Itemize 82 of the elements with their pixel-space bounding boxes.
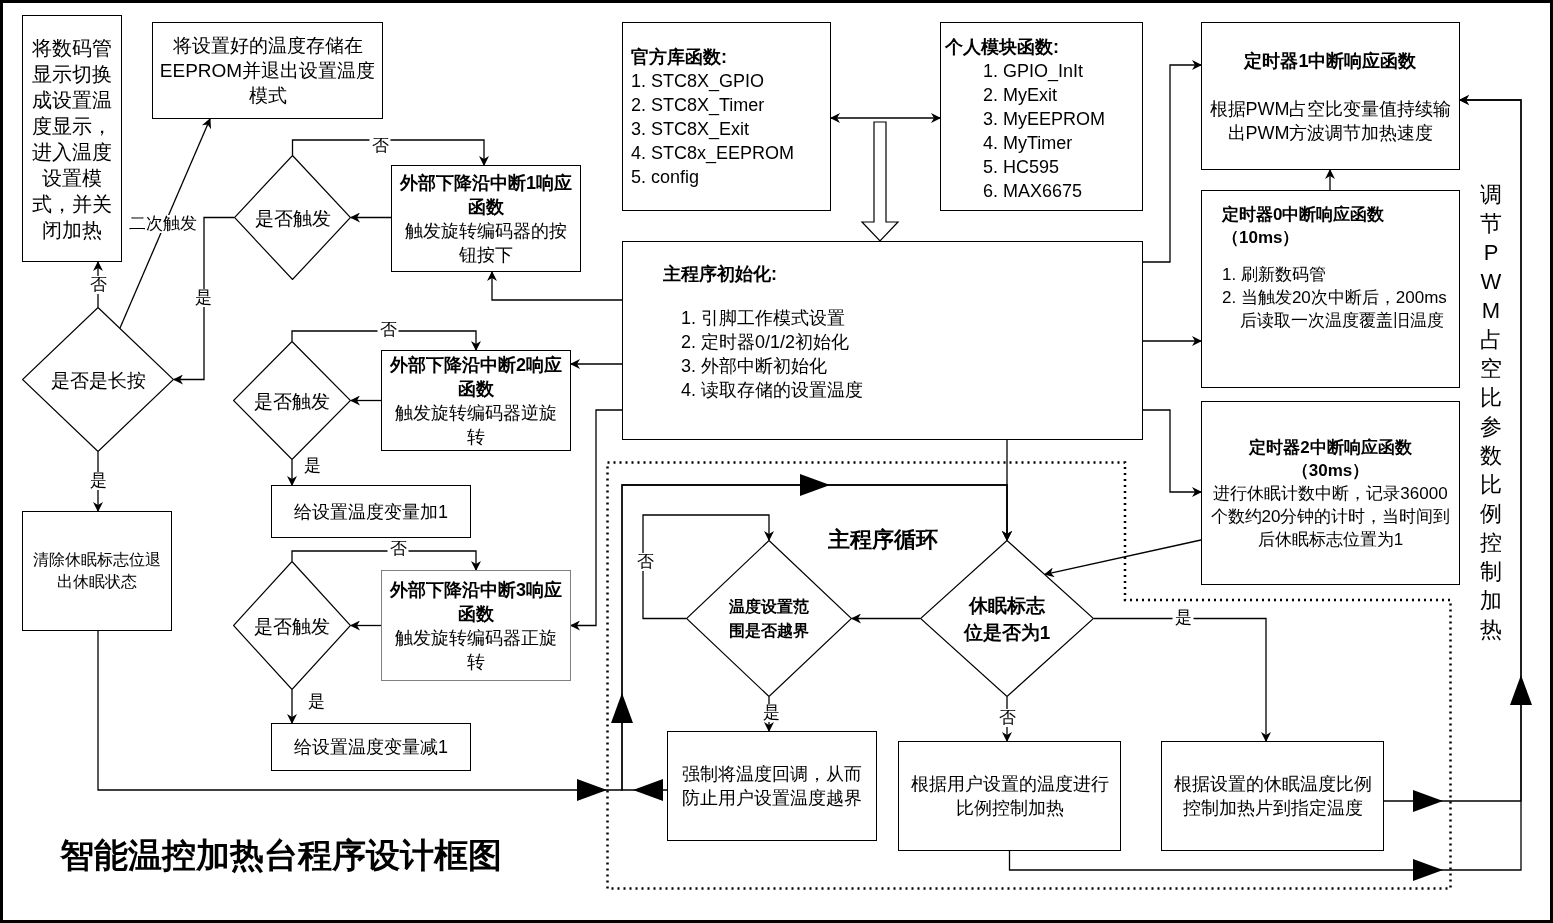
title: 智能温控加热台程序设计框图 <box>60 835 502 876</box>
edge-label: 是 <box>301 457 323 475</box>
decision-text: 是否是长按 <box>49 368 147 392</box>
box-heading: 外部下降沿中断3响应函数 <box>389 578 563 626</box>
edge-label: 否 <box>87 276 109 294</box>
box-heading: 定时器1中断响应函数 <box>1244 50 1417 73</box>
list-item: 2. 定时器0/1/2初始化 <box>681 331 851 354</box>
dotted-region <box>606 461 1452 890</box>
list-item: 2. MyExit <box>983 84 1058 107</box>
list-item: 2. 当触发20次中断后，200ms后读取一次温度覆盖旧温度 <box>1222 287 1448 332</box>
list-item: 1. GPIO_InIt <box>983 60 1085 83</box>
process-box <box>898 741 1121 851</box>
process-box <box>1161 741 1384 851</box>
process-box <box>271 723 471 771</box>
decision-text: 是否触发 <box>253 206 332 230</box>
process-box <box>1201 22 1460 170</box>
box-heading: 外部下降沿中断1响应函数 <box>399 171 573 219</box>
box-text: 将数码管显示切换成设置温度显示，进入温度设置模式，并关闭加热 <box>31 35 113 243</box>
list-item: 1. 刷新数码管 <box>1222 264 1327 286</box>
decision-text: 温度设置范围是否越界 <box>728 596 810 641</box>
edge-label: 否 <box>377 321 399 339</box>
edge-label: 是 <box>305 693 327 711</box>
box-text: 进行休眠计数中断，记录36000个数约20分钟的计时，当时间到后休眠标志位置为1 <box>1209 482 1452 551</box>
edge-label: 是 <box>87 472 109 490</box>
edge-label: 是 <box>760 704 782 722</box>
edge-label: 否 <box>387 540 409 558</box>
list-item: 2. STC8X_Timer <box>631 94 766 117</box>
process-box <box>271 485 471 538</box>
list-item: 6. MAX6675 <box>983 180 1084 203</box>
box-text: 触发旋转编码器逆旋转 <box>394 401 558 449</box>
edge-label: 否 <box>634 553 656 571</box>
process-box <box>22 511 172 631</box>
box-heading: 个人模块函数: <box>945 36 1060 59</box>
list-item: 3. 外部中断初始化 <box>681 355 828 378</box>
box-text: 给设置温度变量加1 <box>294 500 448 524</box>
box-heading: 定时器2中断响应函数（30ms） <box>1248 436 1413 482</box>
box-text: 根据用户设置的温度进行比例控制加热 <box>909 773 1110 820</box>
edge-label: 二次触发 <box>127 215 199 233</box>
process-box <box>391 165 581 272</box>
box-text: 根据PWM占空比变量值持续输出PWM方波调节加热速度 <box>1208 98 1453 145</box>
edge-label: 是 <box>192 289 214 307</box>
edge-label: 是 <box>1172 609 1194 627</box>
process-box <box>622 22 831 211</box>
decision-text: 是否触发 <box>253 614 331 638</box>
box-text: 触发旋转编码器的按钮按下 <box>404 219 568 267</box>
box-heading: 官方库函数: <box>631 46 728 69</box>
list-item: 4. MyTimer <box>983 132 1074 155</box>
decision-diamond <box>234 155 351 280</box>
decision-diamond <box>233 561 351 690</box>
box-text: 强制将温度回调，从而防止用户设置温度越界 <box>681 763 863 810</box>
list-item: 1. 引脚工作模式设置 <box>681 307 846 330</box>
box-heading: 外部下降沿中断2响应函数 <box>389 353 563 401</box>
list-item: 3. MyEEPROM <box>983 108 1107 131</box>
box-heading: 主程序初始化: <box>663 263 778 286</box>
box-text: 清除休眠标志位退出休眠状态 <box>32 550 162 592</box>
box-text: 根据设置的休眠温度比例控制加热片到指定温度 <box>1172 773 1373 820</box>
region-title: 主程序循环 <box>828 526 938 554</box>
process-box <box>22 15 122 262</box>
process-box <box>622 241 1143 440</box>
process-box <box>667 731 877 841</box>
decision-text: 是否触发 <box>253 389 331 413</box>
process-box <box>381 350 571 451</box>
edge-label: 否 <box>996 709 1018 727</box>
vertical-label: 调节PWM占空比参数比例控制加热 <box>1479 181 1503 644</box>
list-item: 1. STC8X_GPIO <box>631 70 766 93</box>
process-box <box>1201 190 1460 388</box>
list-item: 5. HC595 <box>983 156 1061 179</box>
process-box <box>940 22 1143 211</box>
box-text: 触发旋转编码器正旋转 <box>394 626 558 674</box>
process-box <box>381 570 571 681</box>
box-heading: 定时器0中断响应函数（10ms） <box>1222 204 1386 249</box>
edge-label: 否 <box>369 137 391 155</box>
list-item: 4. 读取存储的设置温度 <box>681 379 864 402</box>
decision-text: 休眠标志位是否为1 <box>962 593 1052 645</box>
decision-diamond <box>22 307 174 452</box>
box-text: 将设置好的温度存储在EEPROM并退出设置温度模式 <box>159 34 376 108</box>
box-text: 给设置温度变量减1 <box>294 736 448 759</box>
list-item: 5. config <box>631 166 701 189</box>
process-box <box>1201 401 1460 585</box>
list-item: 3. STC8X_Exit <box>631 118 751 141</box>
process-box <box>152 22 383 119</box>
list-item: 4. STC8x_EEPROM <box>631 142 796 165</box>
